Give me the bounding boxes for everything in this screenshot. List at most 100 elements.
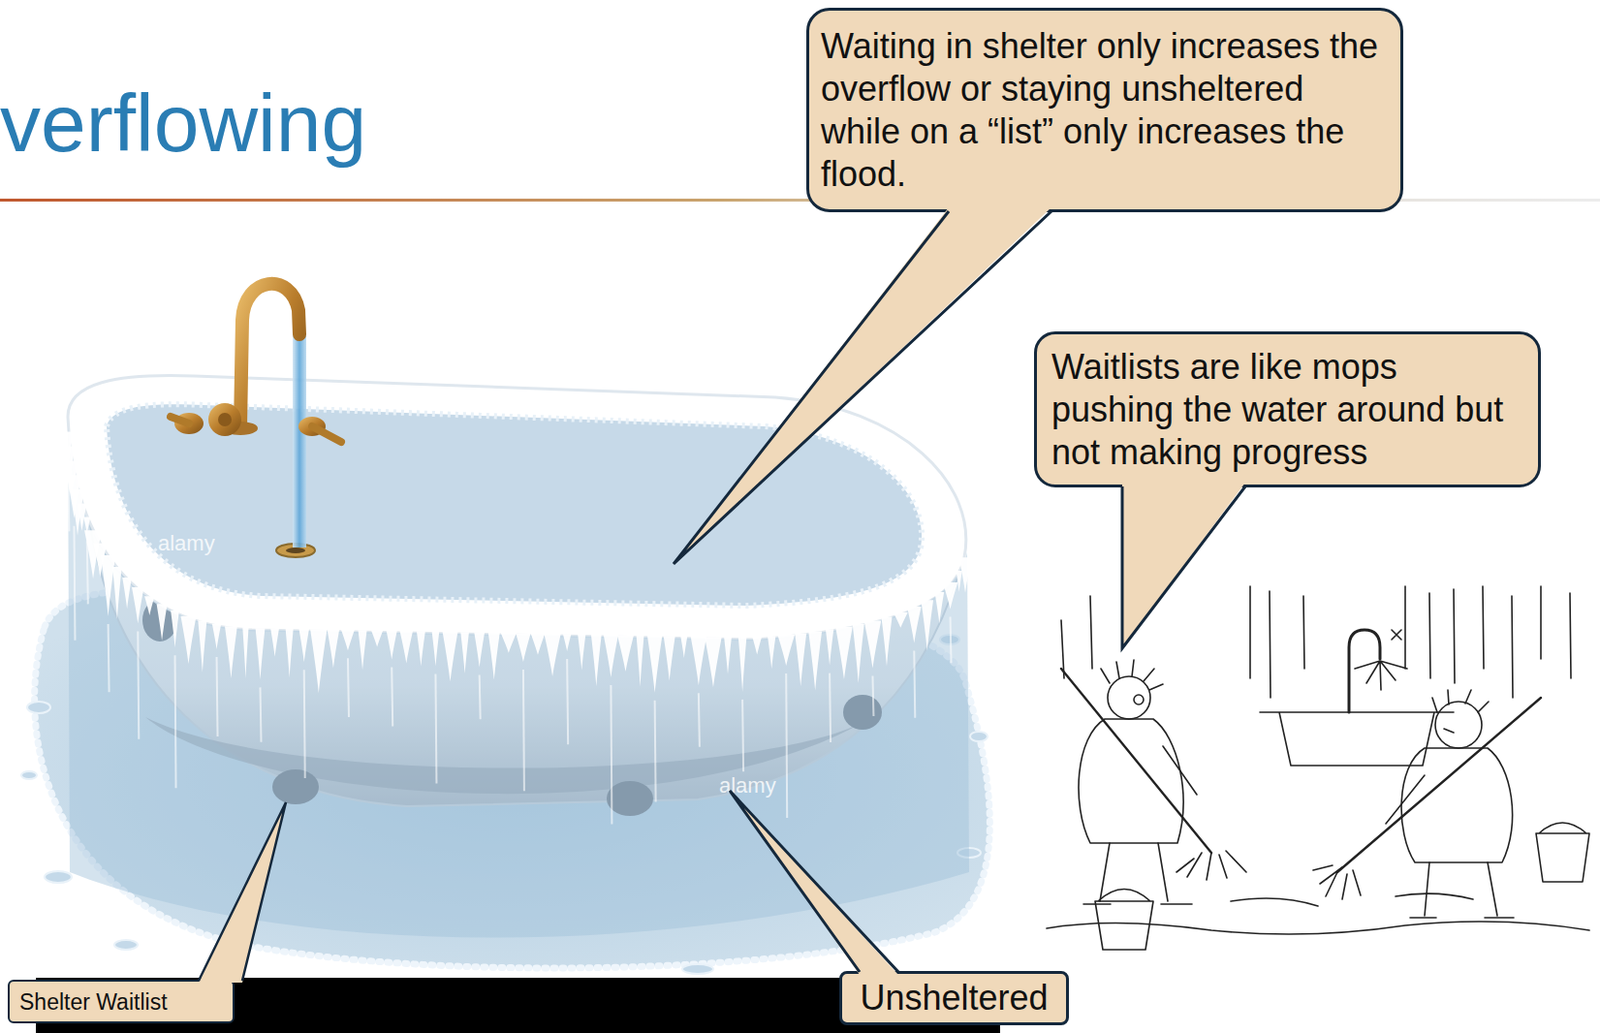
overflow-water bbox=[67, 426, 970, 939]
water-drip bbox=[432, 631, 440, 667]
water-drip bbox=[100, 555, 116, 617]
water-drip bbox=[242, 627, 249, 679]
watermark: alamy bbox=[157, 531, 216, 557]
water-streak bbox=[137, 631, 139, 740]
water-streak bbox=[260, 687, 262, 742]
water-streak bbox=[742, 699, 744, 772]
water-drip bbox=[893, 612, 909, 628]
water-drip bbox=[442, 631, 459, 682]
mop-cartoon bbox=[1133, 694, 1144, 705]
water-drip bbox=[285, 628, 294, 678]
water-drip bbox=[531, 633, 546, 656]
mop-cartoon bbox=[1034, 581, 1600, 965]
bubble-tail bbox=[673, 207, 1052, 565]
leader-tail bbox=[729, 790, 899, 975]
water-drip bbox=[371, 629, 383, 647]
water-drip bbox=[122, 577, 132, 609]
watermark: alamy bbox=[719, 773, 777, 799]
bubble-tail bbox=[1122, 486, 1246, 649]
water-streak bbox=[610, 685, 612, 825]
mop-cartoon bbox=[1401, 748, 1513, 863]
water-drip bbox=[197, 620, 207, 673]
water-drip bbox=[488, 632, 501, 681]
mop-cartoon bbox=[1337, 697, 1541, 873]
water-drip bbox=[577, 634, 586, 671]
water-drip bbox=[180, 616, 196, 664]
water-drip bbox=[825, 628, 834, 665]
water-drip bbox=[852, 624, 865, 684]
water-drip bbox=[723, 636, 732, 674]
slide-title: verflowing bbox=[0, 82, 367, 164]
leader-tail bbox=[198, 802, 286, 983]
water-drip bbox=[880, 616, 892, 666]
mop-cartoon bbox=[1083, 746, 1197, 905]
water-drip bbox=[156, 603, 168, 641]
water-drip bbox=[310, 628, 327, 693]
water-drip bbox=[767, 636, 776, 670]
faucet bbox=[218, 412, 232, 427]
water-drip bbox=[460, 631, 470, 674]
water-drip bbox=[920, 599, 934, 651]
water-drip bbox=[501, 632, 517, 654]
water-droplet bbox=[114, 940, 138, 950]
overflow-water bbox=[62, 432, 972, 825]
water-drip bbox=[738, 637, 748, 692]
water-drip bbox=[777, 634, 795, 666]
water-drip bbox=[942, 582, 958, 610]
node-text: Shelter Waitlist bbox=[19, 988, 225, 1016]
water-streak bbox=[435, 674, 437, 785]
water-streak bbox=[655, 700, 657, 803]
water-streak bbox=[73, 526, 75, 641]
water-streak bbox=[829, 673, 831, 743]
water-drip bbox=[835, 627, 853, 680]
water-streak bbox=[67, 475, 69, 533]
water-droplet bbox=[682, 964, 714, 974]
mop-cartoon bbox=[1313, 865, 1361, 900]
water-droplet bbox=[27, 701, 51, 714]
water-streak bbox=[87, 540, 89, 604]
water-drip bbox=[591, 634, 602, 687]
mop-cartoon bbox=[1354, 629, 1408, 691]
faucet bbox=[170, 416, 189, 424]
water-drip bbox=[794, 632, 807, 687]
water-streak bbox=[950, 616, 952, 663]
water-stream bbox=[292, 334, 307, 548]
water-drip bbox=[299, 628, 310, 662]
water-drip bbox=[704, 636, 722, 688]
water-streak bbox=[785, 673, 787, 818]
water-streak bbox=[698, 692, 700, 748]
water-drip bbox=[934, 592, 944, 624]
water-streak bbox=[913, 650, 915, 718]
water-drip bbox=[636, 635, 645, 688]
faucet bbox=[240, 283, 300, 427]
water-stream bbox=[292, 334, 307, 548]
mop-cartoon bbox=[1061, 668, 1212, 853]
water-drip bbox=[327, 629, 341, 669]
water-streak bbox=[304, 669, 306, 779]
label-box: Unsheltered bbox=[839, 971, 1069, 1026]
water-drip bbox=[544, 633, 562, 677]
water-drip bbox=[212, 624, 221, 650]
water-drip bbox=[956, 570, 963, 593]
water-drip bbox=[112, 566, 123, 620]
water-drip bbox=[563, 633, 572, 652]
water-streak bbox=[479, 675, 481, 721]
mop-cartoon bbox=[1046, 586, 1590, 950]
mop-cartoon bbox=[1259, 712, 1454, 766]
water-drip bbox=[864, 620, 882, 668]
mop-cartoon bbox=[1432, 690, 1489, 733]
water-drip bbox=[255, 627, 266, 680]
water-drip bbox=[341, 629, 355, 651]
water-drip bbox=[647, 635, 662, 693]
water-drip bbox=[663, 635, 676, 681]
bubble-tail bbox=[1122, 482, 1246, 649]
mop-cartoon bbox=[1385, 775, 1514, 918]
leader-tail bbox=[729, 790, 899, 975]
water-drip bbox=[270, 627, 280, 657]
node-text: Unsheltered bbox=[847, 977, 1061, 1019]
bubble-tail bbox=[673, 211, 1052, 565]
water-streak bbox=[566, 658, 568, 745]
water-streak bbox=[523, 669, 525, 791]
leader-tail bbox=[729, 790, 899, 973]
mop-cartoon bbox=[1095, 889, 1154, 951]
